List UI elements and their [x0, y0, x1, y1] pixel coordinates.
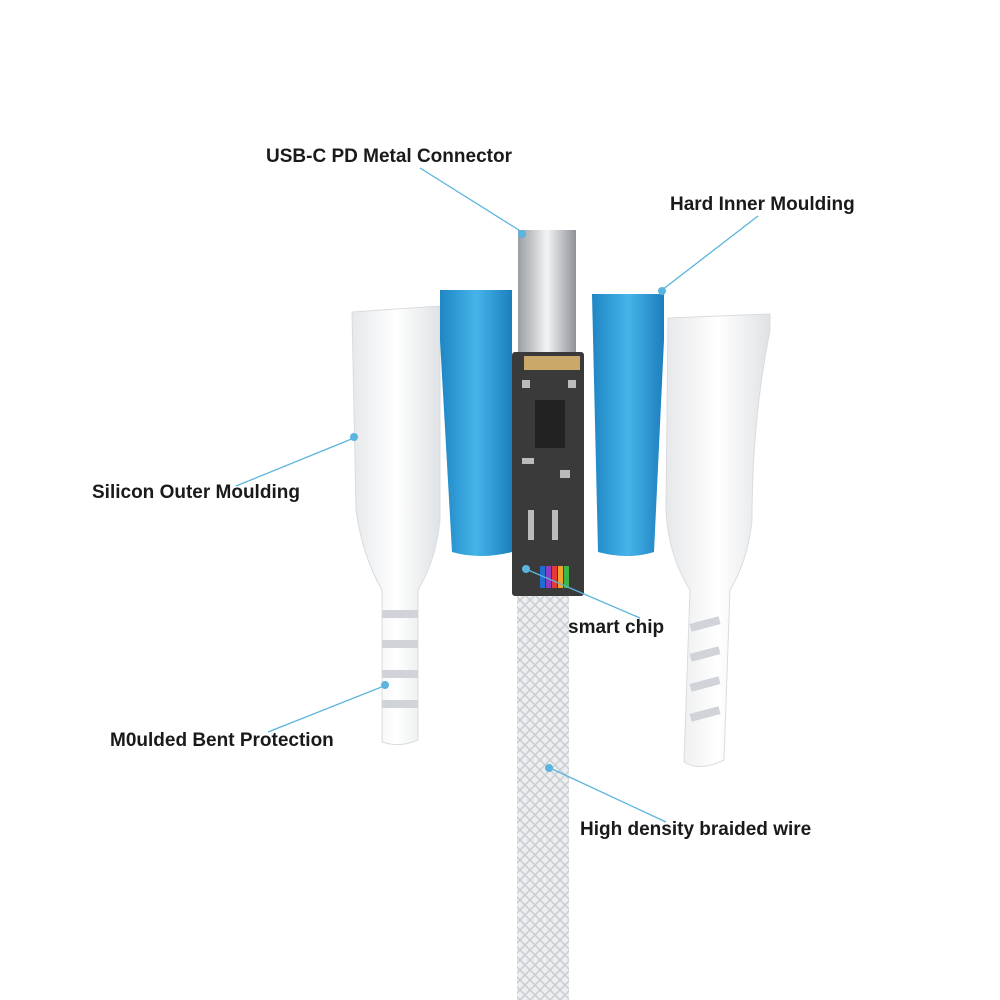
braided-wire: [517, 590, 569, 1000]
label-braided-wire: High density braided wire: [580, 819, 812, 840]
right-outer-moulding: [665, 313, 771, 767]
label-inner-moulding: Hard Inner Moulding: [670, 194, 855, 215]
label-bent-protection: M0ulded Bent Protection: [110, 730, 334, 751]
label-connector: USB-C PD Metal Connector: [266, 146, 512, 167]
label-outer-moulding: Silicon Outer Moulding: [92, 482, 300, 503]
metal-connector: [518, 230, 576, 355]
left-inner-moulding: [440, 290, 512, 556]
pcb-board: [512, 352, 584, 596]
right-inner-moulding: [592, 294, 664, 556]
label-chip: smart chip: [568, 617, 665, 638]
left-outer-moulding: [351, 305, 441, 746]
